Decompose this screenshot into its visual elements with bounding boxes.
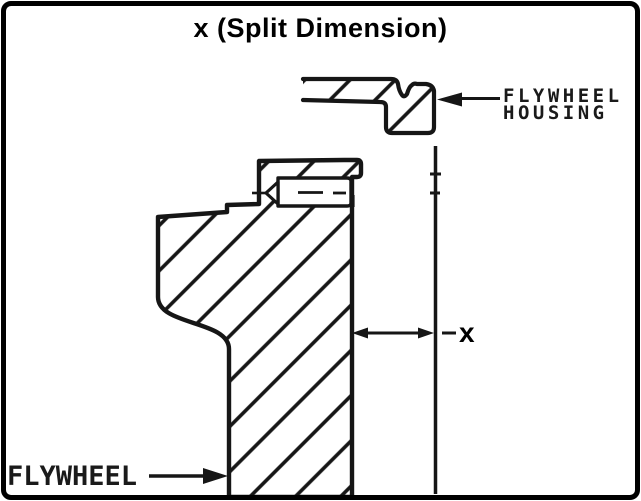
flywheel-label: FLYWHEEL [7,461,138,492]
dimension-x-label: x [459,317,475,348]
flywheel-leader-arrowhead-icon [203,468,228,484]
flywheel-section [155,157,364,500]
flywheel-housing-label: FLYWHEEL HOUSING [503,85,623,124]
dimension-arrowhead-left-icon [352,327,368,339]
flywheel-housing-label-line1: FLYWHEEL [503,85,623,107]
flywheel-housing-outline [300,76,437,136]
housing-leader-arrowhead-icon [437,92,462,107]
flywheel-housing-label-line2: HOUSING [503,102,608,124]
flywheel-housing-section [303,79,434,133]
dowel-bolt-tip [264,180,280,206]
dimension-arrowhead-right-icon [418,327,434,339]
diagram-title: x (Split Dimension) [193,13,448,43]
